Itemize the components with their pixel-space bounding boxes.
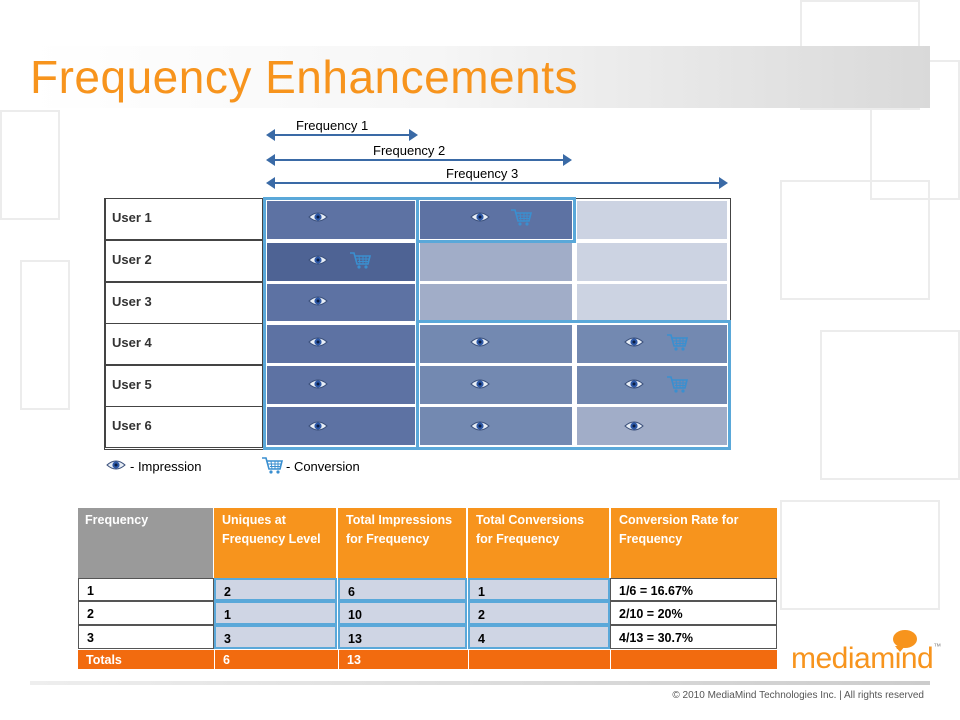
frequency-1-arrow (266, 129, 418, 141)
table-header-conversion-rate: Conversion Rate for Frequency (611, 508, 777, 578)
user-label: User 4 (105, 323, 263, 365)
grid-cell (266, 324, 416, 364)
table-totals-conversions (468, 650, 610, 669)
mediamind-logo: mediamind™ (791, 642, 941, 675)
frequency-3-arrow (266, 177, 728, 189)
table-cell-conversion-rate: 2/10 = 20% (610, 601, 777, 625)
table-cell-conversions: 2 (468, 601, 610, 625)
grid-cell (576, 242, 728, 282)
background-square (0, 110, 60, 220)
table-cell-frequency: 1 (78, 578, 214, 601)
table-totals-label: Totals (78, 650, 214, 669)
background-square (820, 330, 960, 480)
table-header-conversions: Total Conversions for Frequency (468, 508, 609, 578)
table-cell-conversions: 1 (468, 578, 610, 601)
copyright-text: © 2010 MediaMind Technologies Inc. | All… (672, 690, 924, 701)
grid-cell (576, 365, 728, 405)
table-cell-uniques: 2 (214, 578, 337, 601)
frequency-1-label: Frequency 1 (296, 118, 369, 133)
grid-cell (419, 406, 573, 446)
table-totals-conversion-rate (610, 650, 777, 669)
user-label: User 3 (105, 282, 263, 324)
user-label: User 5 (105, 365, 263, 407)
table-cell-uniques: 1 (214, 601, 337, 625)
background-square (780, 500, 940, 610)
user-label: User 1 (105, 198, 263, 240)
frequency-2-frame (416, 197, 576, 243)
grid-cell (419, 200, 573, 240)
table-cell-impressions: 10 (338, 601, 467, 625)
table-cell-frequency: 2 (78, 601, 214, 625)
table-cell-impressions: 13 (338, 625, 467, 649)
grid-cell (419, 242, 573, 282)
table-totals-impressions: 13 (338, 650, 468, 669)
table-header-uniques: Uniques at Frequency Level (214, 508, 336, 578)
grid-cell (266, 406, 416, 446)
user-label: User 2 (105, 240, 263, 282)
grid-cell (266, 365, 416, 405)
background-square (20, 260, 70, 410)
title-bar (30, 46, 930, 108)
frequency-3-frame (416, 320, 731, 450)
frequency-2-label: Frequency 2 (373, 143, 446, 158)
table-cell-conversion-rate: 1/6 = 16.67% (610, 578, 777, 601)
table-totals-uniques: 6 (214, 650, 338, 669)
legend-conversion-label: - Conversion (286, 459, 360, 474)
grid-cell (576, 283, 728, 322)
grid-cell (266, 242, 416, 282)
table-cell-frequency: 3 (78, 625, 214, 649)
frequency-3-label: Frequency 3 (446, 166, 519, 181)
table-cell-uniques: 3 (214, 625, 337, 649)
frequency-2-arrow (266, 154, 572, 166)
grid-cell (419, 365, 573, 405)
logo-bubble-icon (893, 630, 917, 652)
table-cell-impressions: 6 (338, 578, 467, 601)
grid-cell (266, 283, 416, 322)
grid-cell (266, 200, 416, 240)
footer-divider (30, 681, 930, 685)
background-square (780, 180, 930, 300)
legend-impression-icon (106, 460, 126, 470)
grid-cell (576, 324, 728, 364)
frequency-1-frame (263, 197, 419, 450)
legend-conversion-icon (261, 457, 283, 475)
grid-cell (576, 200, 728, 240)
grid-cell (576, 406, 728, 446)
table-header-frequency: Frequency (78, 508, 213, 578)
user-label: User 6 (105, 406, 263, 448)
page-title: Frequency Enhancements (30, 51, 578, 103)
table-header-impressions: Total Impressions for Frequency (338, 508, 466, 578)
table-cell-conversions: 4 (468, 625, 610, 649)
grid-cell (419, 324, 573, 364)
grid-cell (419, 283, 573, 322)
table-cell-conversion-rate: 4/13 = 30.7% (610, 625, 777, 649)
legend-impression-label: - Impression (130, 459, 202, 474)
